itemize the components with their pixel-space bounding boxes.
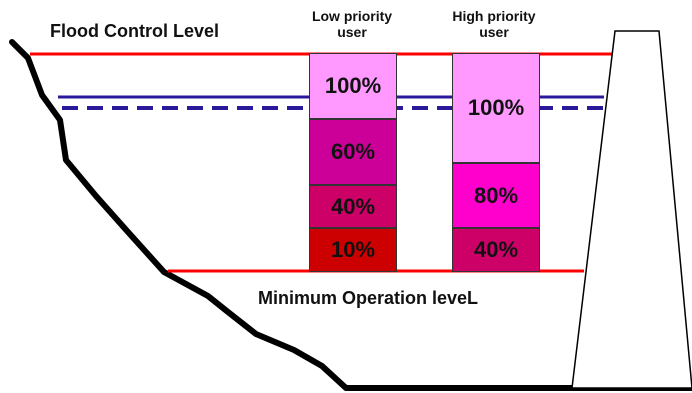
low-priority-segment-40: 40%: [309, 185, 397, 228]
high-priority-header-line1: High priority: [452, 8, 536, 24]
dam-structure: [571, 30, 692, 389]
high-priority-header-line2: user: [479, 24, 509, 41]
high-priority-segment-80: 80%: [452, 163, 540, 228]
high-priority-segment-100: 100%: [452, 53, 540, 163]
low-priority-user-header: Low priority user: [294, 8, 410, 40]
high-priority-user-header: High priority user: [436, 8, 552, 40]
minimum-operation-level-label: Minimum Operation leveL: [258, 288, 479, 308]
reservoir-bank-line: [9, 39, 692, 391]
low-priority-segment-10: 10%: [309, 228, 397, 272]
low-priority-segment-100: 100%: [309, 53, 397, 119]
high-priority-segment-40: 40%: [452, 228, 540, 272]
low-priority-segment-60: 60%: [309, 119, 397, 185]
low-priority-header-line1: Low priority: [311, 8, 393, 24]
flood-control-level-label: Flood Control Level: [50, 21, 219, 41]
low-priority-header-line2: user: [337, 24, 367, 41]
